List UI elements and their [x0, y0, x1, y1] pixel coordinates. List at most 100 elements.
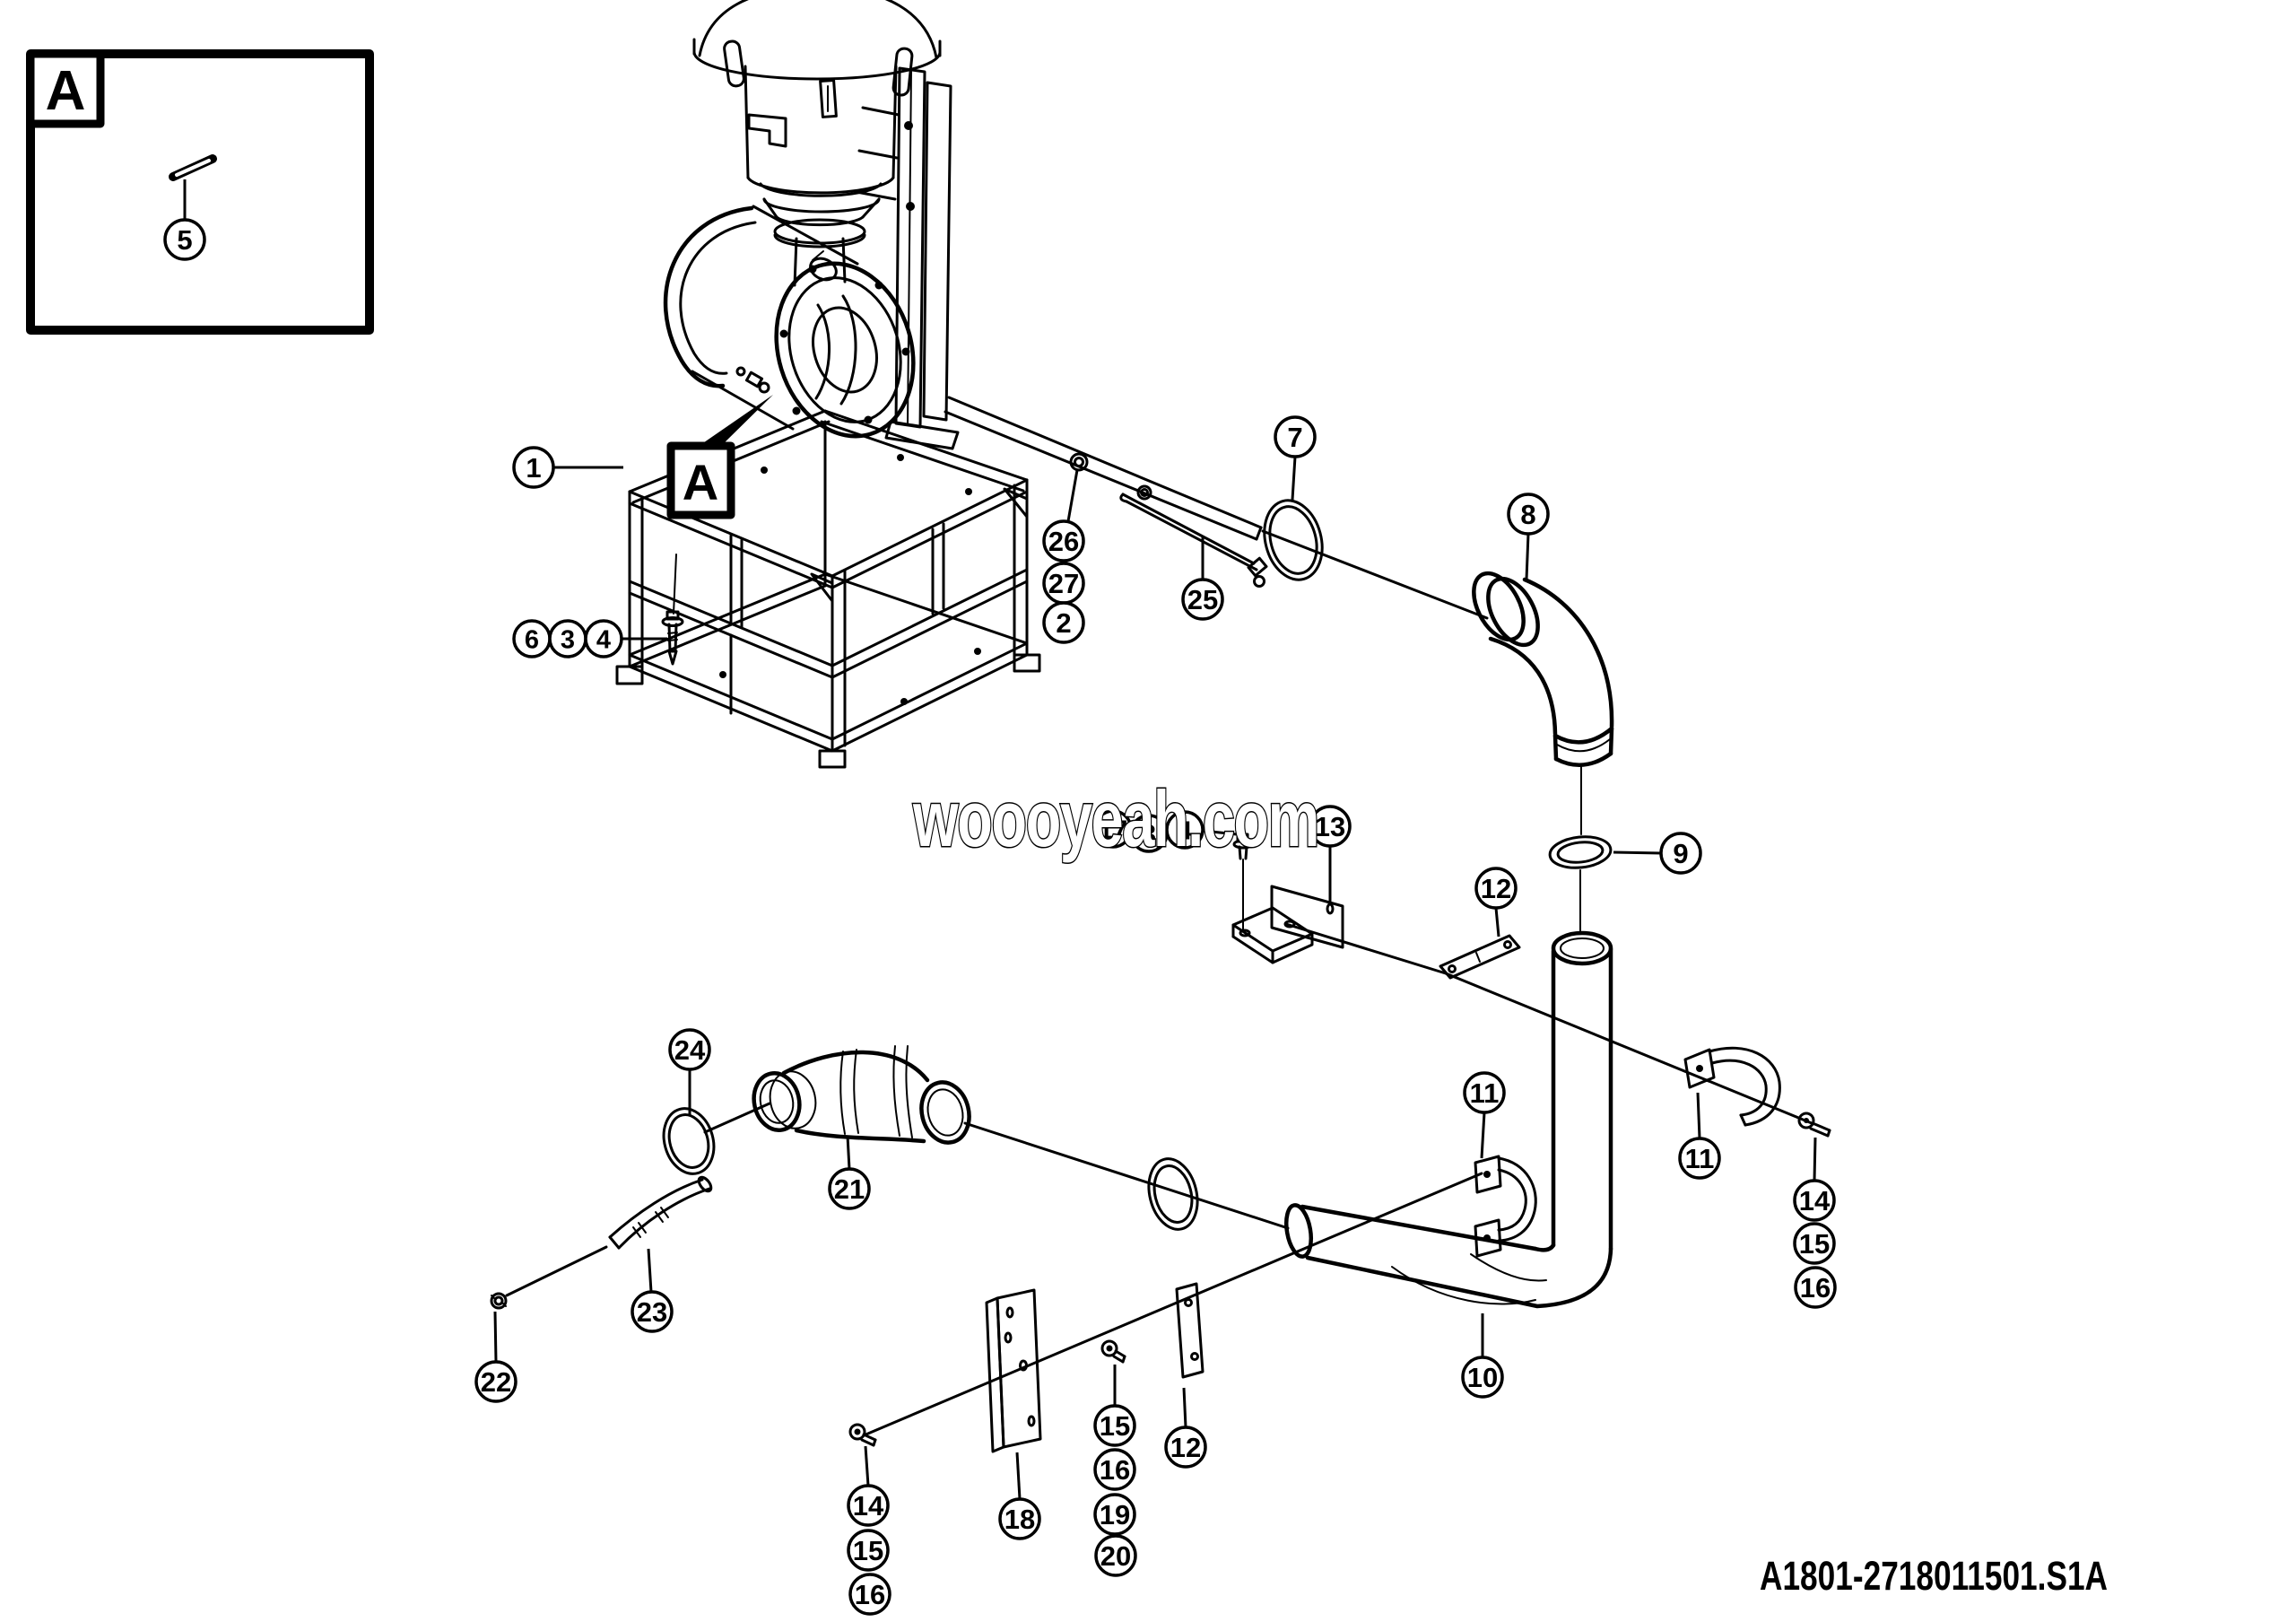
svg-text:11: 11: [1470, 1077, 1500, 1109]
svg-text:26: 26: [1048, 526, 1079, 557]
svg-text:12: 12: [1481, 873, 1511, 904]
callout-16: 16: [848, 1573, 891, 1616]
pre-cleaner-assembly: [692, 0, 942, 287]
svg-text:20: 20: [1100, 1540, 1131, 1572]
callout-22: 22: [474, 1311, 517, 1403]
callout-21: 21: [828, 1135, 871, 1210]
support-column-bracket: [855, 66, 960, 450]
svg-text:24: 24: [674, 1034, 706, 1066]
callout-15: 15: [1093, 1365, 1136, 1447]
callout-13: 13: [1309, 805, 1352, 903]
svg-text:16: 16: [1100, 1454, 1130, 1486]
svg-text:9: 9: [1673, 838, 1688, 869]
svg-text:1: 1: [526, 452, 541, 484]
callout-18: 18: [998, 1452, 1041, 1540]
nut-26: [1069, 452, 1089, 472]
svg-text:8: 8: [1520, 499, 1535, 530]
inset-corner-label: A: [46, 60, 86, 122]
leader-lines: [505, 922, 1813, 1437]
callout-11: 11: [1678, 1092, 1721, 1180]
svg-text:16: 16: [855, 1579, 885, 1610]
svg-text:14: 14: [1799, 1185, 1831, 1216]
mounting-frame: [615, 409, 1041, 769]
callout-15: 15: [847, 1529, 890, 1572]
clamp-7-screw: [1247, 556, 1268, 588]
bracket-18: [985, 1288, 1042, 1453]
callout-14: 14: [847, 1445, 890, 1527]
svg-text:27: 27: [1048, 568, 1079, 599]
callout-9: 9: [1613, 832, 1702, 875]
callout-1: 1: [512, 446, 623, 489]
callout-4: 4: [584, 619, 667, 658]
callout-11: 11: [1463, 1071, 1506, 1159]
pin-part-5: [169, 154, 217, 181]
svg-text:7: 7: [1287, 422, 1302, 453]
svg-text:16: 16: [1800, 1272, 1831, 1304]
bolt-15-group: [1100, 1339, 1126, 1364]
callout-26: 26: [1042, 469, 1085, 562]
svg-text:21: 21: [834, 1173, 865, 1205]
callout-7: 7: [1274, 415, 1317, 501]
svg-text:5: 5: [177, 224, 192, 256]
svg-text:12: 12: [1170, 1432, 1201, 1463]
mid-seal-ring: [1147, 1157, 1199, 1231]
svg-text:2: 2: [1056, 607, 1071, 639]
pipe-clamp-11-loose: [1683, 1046, 1781, 1127]
hose-21: [752, 1045, 971, 1145]
bracket-13: [1231, 885, 1344, 964]
detail-inset-panel: A: [26, 49, 374, 335]
callout-27: 27: [1042, 562, 1085, 605]
leader-line-clamp-to-elbow: [1261, 529, 1489, 620]
callout-23: 23: [631, 1248, 674, 1333]
detail-a-flag: A: [666, 395, 773, 519]
seal-ring-9: [1548, 835, 1613, 869]
svg-text:15: 15: [1100, 1410, 1130, 1442]
callout-12: 12: [1474, 867, 1518, 937]
hose-clamp-7: [1263, 499, 1324, 581]
callout-2: 2: [1042, 601, 1085, 644]
svg-text:14: 14: [853, 1490, 884, 1522]
callout-3: 3: [548, 619, 587, 658]
band-clamp-screw: [735, 366, 770, 394]
callout-19: 19: [1093, 1493, 1136, 1536]
svg-text:4: 4: [1178, 816, 1192, 845]
svg-text:3: 3: [1142, 820, 1156, 849]
strap-12-lower: [1175, 1282, 1205, 1379]
callout-8: 8: [1507, 493, 1550, 580]
svg-text:6: 6: [525, 625, 539, 654]
svg-text:19: 19: [1100, 1499, 1130, 1530]
callout-5: 5: [163, 179, 206, 261]
svg-text:25: 25: [1187, 584, 1218, 615]
strap-12-upper: [1439, 934, 1521, 980]
watermark-text: woooyeah.com: [912, 774, 1318, 863]
ring-24: [662, 1107, 716, 1175]
svg-text:18: 18: [1004, 1504, 1035, 1535]
bolt-frame-mount: [661, 554, 684, 666]
support-beam: [944, 396, 1263, 541]
callout-25: 25: [1181, 536, 1224, 621]
drawing-number: A1801-2718011501.S1A: [1760, 1553, 2108, 1599]
callout-6: 6: [512, 619, 552, 658]
callout-14: 14: [1793, 1137, 1836, 1222]
svg-text:23: 23: [637, 1296, 667, 1328]
svg-text:3: 3: [561, 625, 575, 654]
bolt-bracket-13: [1232, 833, 1254, 930]
bolt-14-right: [1797, 1112, 1831, 1138]
clamp-band-25: [1119, 493, 1258, 571]
elbow-hose-8: [1472, 571, 1614, 767]
svg-text:4: 4: [596, 625, 611, 654]
callout-12: 12: [1164, 1387, 1207, 1469]
pipe-clamp-11: [1474, 1155, 1537, 1258]
callout-16: 16: [1093, 1448, 1136, 1491]
callout-4: 4: [1165, 810, 1238, 850]
svg-text:22: 22: [481, 1366, 511, 1398]
svg-text:17: 17: [1099, 815, 1127, 844]
callout-20: 20: [1094, 1534, 1137, 1577]
intake-pipe-10: [1283, 930, 1613, 1309]
callout-10: 10: [1461, 1313, 1504, 1399]
tube-23: [608, 1175, 713, 1250]
callout-16: 16: [1794, 1266, 1837, 1309]
